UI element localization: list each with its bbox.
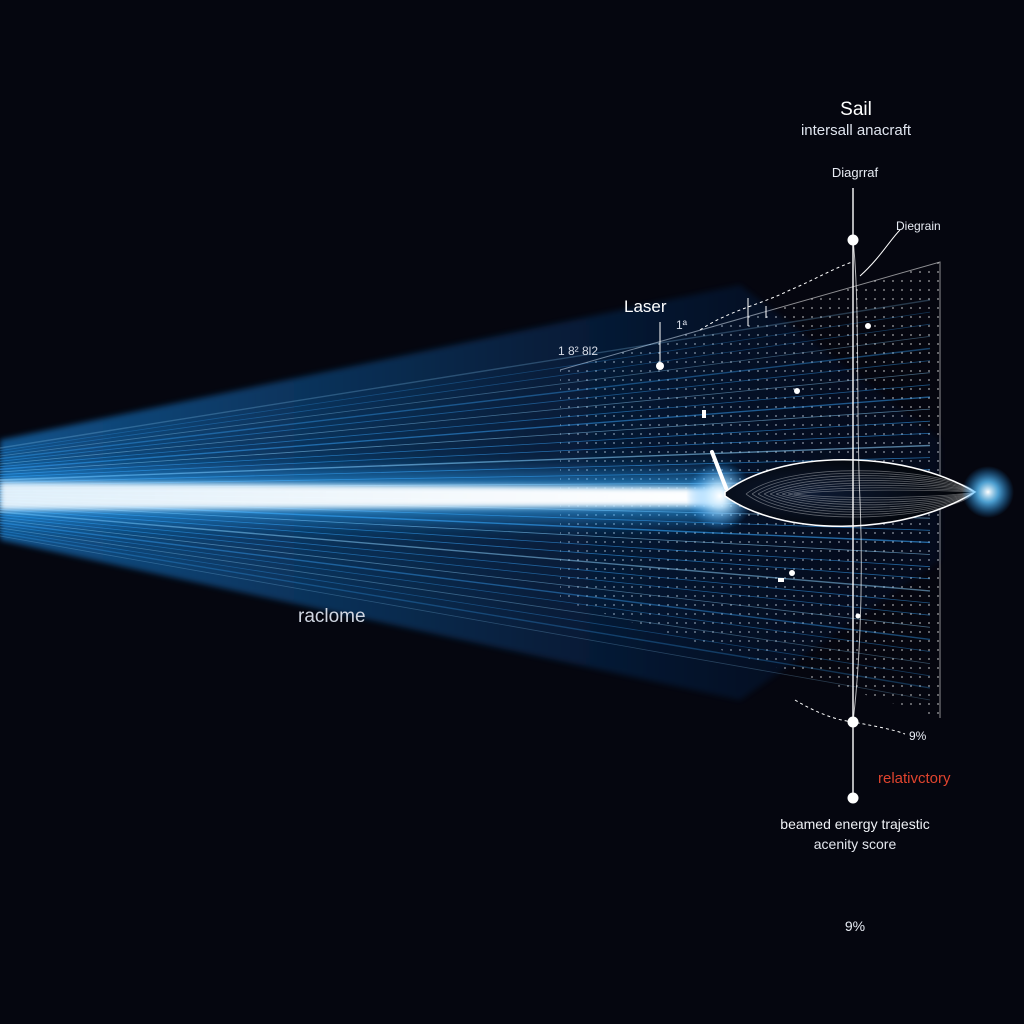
percent-label-upper: 9% bbox=[909, 729, 927, 743]
annotation-guides bbox=[659, 188, 906, 800]
sail-marker bbox=[855, 613, 861, 619]
beam-ray bbox=[0, 347, 931, 460]
tick-label-a: 1 8² 8l2 bbox=[558, 344, 599, 358]
beam-ray bbox=[0, 535, 931, 701]
anchor-point bbox=[847, 792, 859, 804]
annotation-points bbox=[656, 234, 871, 804]
beam-ray bbox=[0, 519, 931, 628]
beam-ray bbox=[0, 530, 931, 677]
beam-ray bbox=[0, 336, 931, 457]
sail-marker bbox=[789, 570, 795, 576]
title-text: Sail bbox=[840, 99, 872, 120]
beam-ray bbox=[0, 516, 931, 616]
caption-line-2: acenity score bbox=[813, 836, 897, 852]
sail-marker bbox=[702, 410, 706, 418]
beam-ray bbox=[0, 527, 931, 664]
beam-ray bbox=[0, 299, 931, 449]
beam-ray bbox=[0, 384, 931, 468]
anchor-point bbox=[847, 234, 859, 246]
beam-ray bbox=[0, 360, 931, 462]
beam-ray bbox=[0, 311, 931, 452]
laser-point bbox=[656, 362, 664, 370]
beam-ray bbox=[0, 408, 931, 473]
laser-label: Laser bbox=[624, 297, 667, 316]
beam-ray bbox=[0, 372, 931, 465]
diegrain-leader bbox=[859, 229, 901, 277]
anchor-point bbox=[847, 716, 859, 728]
diegrain-label: Diegrain bbox=[896, 219, 941, 233]
raclome-label: raclome bbox=[298, 606, 366, 627]
percent-label-lower: 9% bbox=[844, 918, 866, 934]
spacecraft-hull bbox=[710, 450, 1014, 527]
sail-marker bbox=[778, 578, 784, 582]
diagrarf-label: Diagrraf bbox=[831, 165, 879, 180]
laser-beam-core bbox=[0, 462, 754, 532]
relativctory-label: relativctory bbox=[878, 770, 951, 787]
caption: beamed energy trajestic acenity score bbox=[760, 814, 950, 854]
tick-label-b: 1ª bbox=[676, 318, 688, 332]
laser-leader bbox=[699, 261, 853, 331]
sail-marker bbox=[794, 388, 800, 394]
beam-ray bbox=[0, 524, 931, 652]
beam-ray bbox=[0, 396, 931, 470]
sail-curve-line bbox=[852, 239, 862, 723]
beam-ray bbox=[0, 323, 931, 454]
caption-line-1: beamed energy trajestic bbox=[780, 816, 930, 832]
subtitle-text: intersall anacraft bbox=[800, 122, 912, 139]
beam-ray bbox=[0, 532, 931, 689]
percent-leader bbox=[794, 699, 906, 735]
sail-marker bbox=[865, 323, 871, 329]
beam-ray bbox=[0, 522, 931, 641]
